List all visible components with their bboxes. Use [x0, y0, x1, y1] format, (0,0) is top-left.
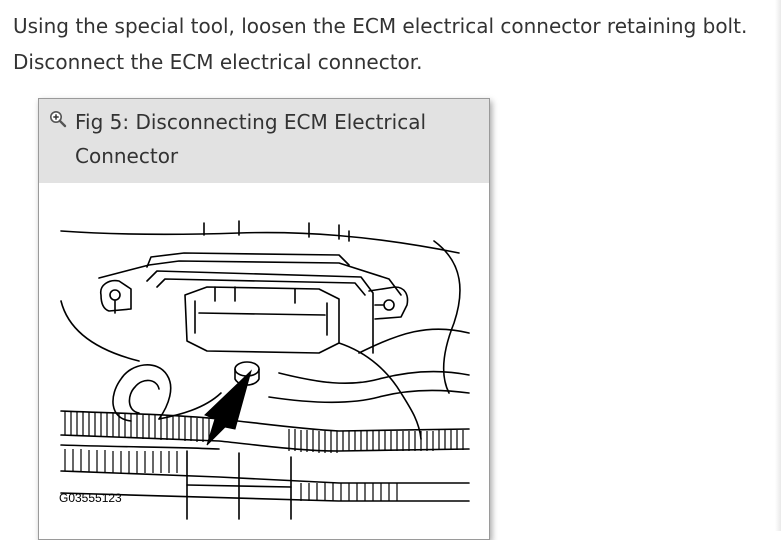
page-edge-shadow — [775, 0, 781, 531]
figure-header: Fig 5: Disconnecting ECM Electrical Conn… — [39, 99, 489, 183]
pointer-arrow — [204, 369, 252, 446]
instruction-line-2: Disconnect the ECM electrical connector. — [13, 50, 423, 74]
instruction-line-1: Using the special tool, loosen the ECM e… — [13, 14, 748, 38]
magnifier-plus-icon[interactable] — [49, 110, 67, 128]
figure-code: G03555123 — [59, 491, 122, 505]
figure-caption: Fig 5: Disconnecting ECM Electrical Conn… — [75, 110, 427, 168]
ecm-connector-illustration — [60, 220, 470, 520]
figure-box: Fig 5: Disconnecting ECM Electrical Conn… — [38, 98, 490, 540]
instruction-text: Using the special tool, loosen the ECM e… — [13, 8, 773, 80]
